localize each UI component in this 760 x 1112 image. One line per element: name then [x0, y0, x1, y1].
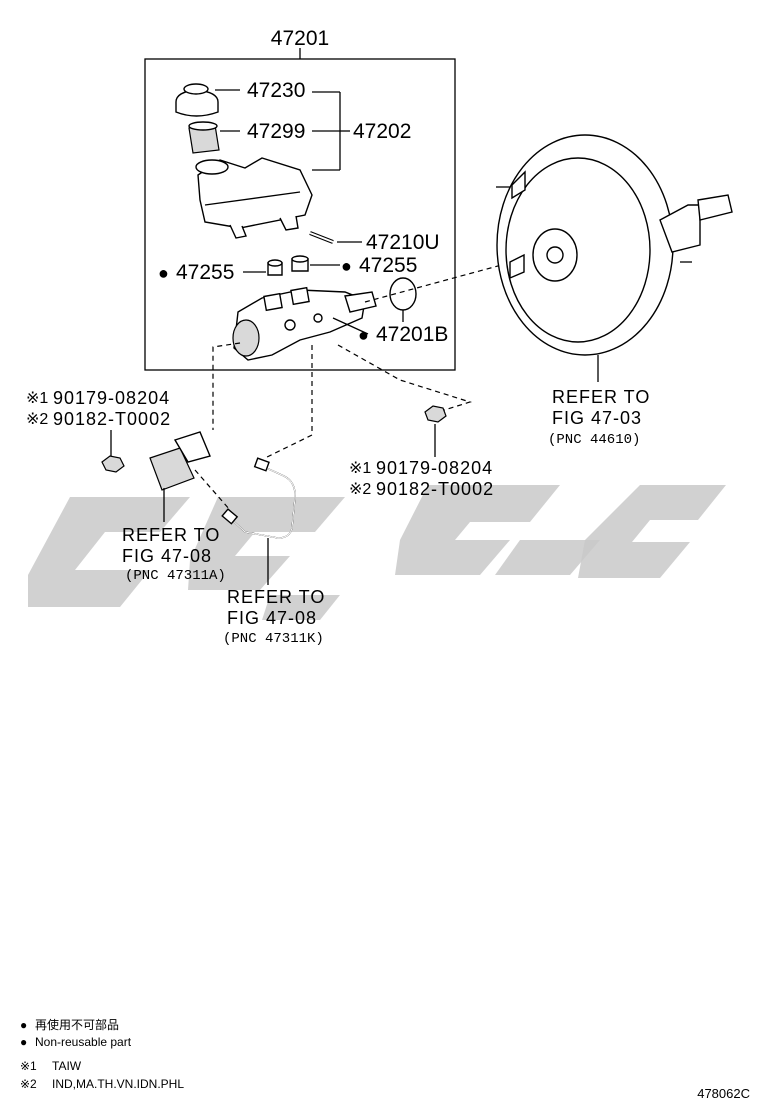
- grommet-right-part: [291, 255, 340, 272]
- legend-note2: IND,MA.TH.VN.IDN.PHL: [52, 1077, 184, 1091]
- reference-tube: REFER TO FIG 47-08 (PNC 47311K): [223, 587, 325, 647]
- callout-grommet-left: 47255: [176, 261, 234, 284]
- strainer-part: [188, 121, 240, 154]
- note2-marker: ※2: [20, 1077, 37, 1091]
- callout-pin: 47210U: [366, 231, 440, 254]
- note2-marker: ※2: [26, 411, 48, 428]
- reservoir-cap-part: [175, 83, 240, 117]
- callout-grommet-right: 47255: [359, 254, 417, 277]
- nut-left-note1-number: 90179-08204: [53, 388, 170, 408]
- nut-right-note2-number: 90182-T0002: [376, 479, 494, 499]
- note1-marker: ※1: [20, 1059, 37, 1073]
- callout-strainer: 47299: [247, 120, 305, 143]
- figure-id: 478062C: [697, 1086, 750, 1101]
- brake-tube-part: [221, 457, 296, 585]
- bullet-marker: ●: [341, 256, 352, 276]
- bullet-marker: ●: [158, 263, 169, 283]
- bullet-marker: ●: [358, 325, 369, 345]
- brake-booster-part: [496, 134, 733, 356]
- reservoir-part: [195, 157, 313, 239]
- reference-pnc: (PNC 47311A): [125, 568, 226, 584]
- reference-line: REFER TO: [122, 525, 220, 545]
- bullet-marker: ●: [20, 1018, 27, 1032]
- bullet-marker: ●: [20, 1035, 27, 1049]
- reference-line: FIG 47-03: [552, 408, 642, 428]
- reference-line: REFER TO: [552, 387, 650, 407]
- legend-bullet-en: Non-reusable part: [35, 1035, 132, 1049]
- nut-right-note1-number: 90179-08204: [376, 458, 493, 478]
- reference-line: FIG 47-08: [227, 608, 317, 628]
- legend-bullet-jp: 再使用不可部品: [35, 1017, 119, 1032]
- nut-left-note2-number: 90182-T0002: [53, 409, 171, 429]
- pin-part: [309, 231, 362, 244]
- note2-marker: ※2: [349, 481, 371, 498]
- callout-assembly: 47201: [271, 27, 329, 50]
- reference-pnc: (PNC 47311K): [223, 631, 324, 647]
- note1-marker: ※1: [349, 460, 371, 477]
- nut-left-part: [101, 430, 125, 473]
- reference-booster: REFER TO FIG 47-03 (PNC 44610): [548, 387, 650, 448]
- legend: ● 再使用不可部品 ● Non-reusable part ※1 TAIW ※2…: [20, 1017, 184, 1091]
- callout-piston-kit: 47201B: [376, 323, 448, 346]
- reference-line: REFER TO: [227, 587, 325, 607]
- reference-bracket: REFER TO FIG 47-08 (PNC 47311A): [122, 525, 226, 584]
- nut-right-part: [424, 405, 447, 457]
- callout-reservoir: 47202: [353, 120, 411, 143]
- note1-marker: ※1: [26, 390, 48, 407]
- grommet-left-part: [243, 259, 283, 276]
- legend-note1: TAIW: [52, 1059, 82, 1073]
- reference-line: FIG 47-08: [122, 546, 212, 566]
- master-cylinder-part: [232, 286, 377, 361]
- reference-pnc: (PNC 44610): [548, 432, 640, 448]
- callout-cap: 47230: [247, 79, 305, 102]
- junction-bracket-part: [149, 431, 211, 522]
